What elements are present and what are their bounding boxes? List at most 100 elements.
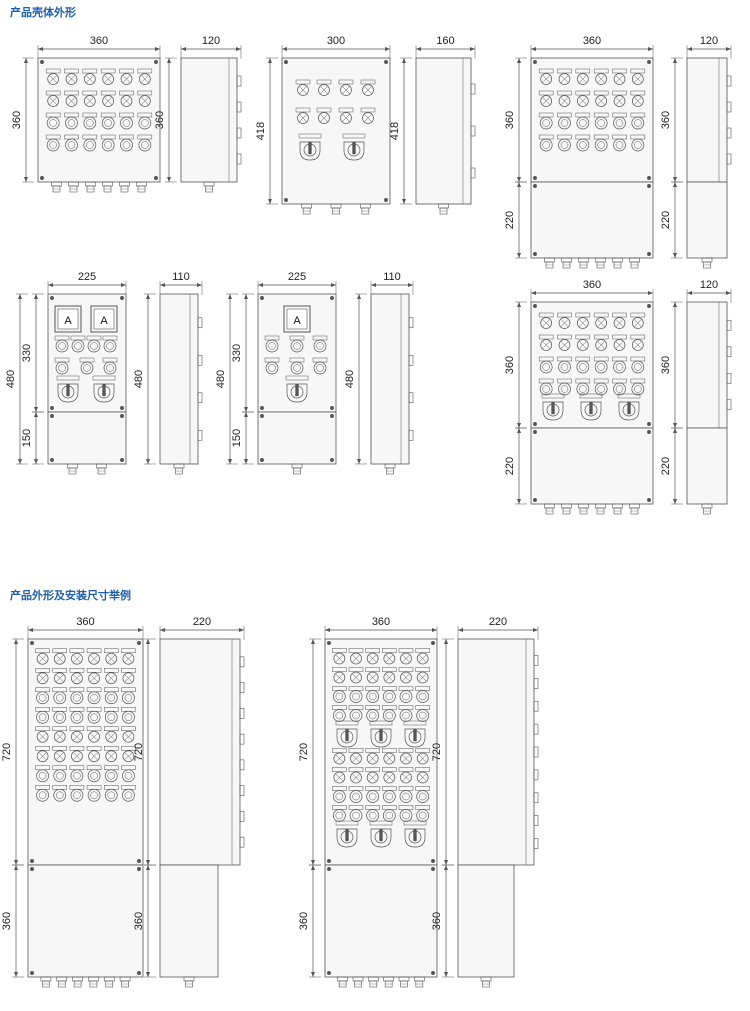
- push-button: [104, 707, 119, 724]
- dimension-label: 360: [583, 35, 601, 47]
- push-button: [348, 686, 364, 703]
- cable-gland: [136, 181, 147, 193]
- pilot-lamp: [69, 726, 85, 743]
- push-button: [121, 687, 136, 705]
- pilot-lamp: [52, 726, 67, 743]
- push-button: [86, 785, 102, 802]
- push-button: [415, 786, 430, 803]
- push-button: [398, 805, 414, 822]
- ammeter-label: A: [64, 315, 72, 327]
- cable-gland: [96, 463, 107, 475]
- push-button: [348, 805, 364, 822]
- push-button: [332, 805, 347, 822]
- pilot-lamp: [45, 68, 61, 85]
- push-button: [104, 687, 119, 705]
- pilot-lamp: [82, 90, 98, 107]
- cable-gland: [414, 976, 425, 988]
- push-button: [630, 356, 646, 374]
- pilot-lamp: [137, 90, 153, 107]
- dimension-label: 110: [383, 271, 401, 283]
- push-button: [415, 705, 430, 722]
- pilot-lamp: [137, 68, 153, 85]
- pilot-lamp: [538, 90, 554, 107]
- push-button: [82, 134, 98, 152]
- dimension-label: 360: [583, 279, 601, 291]
- pilot-lamp: [295, 107, 311, 124]
- dimension-label: 150: [231, 429, 243, 447]
- pilot-lamp: [104, 746, 119, 763]
- dimension-label: 360: [76, 616, 94, 628]
- dimension-label: 360: [1, 912, 13, 930]
- pilot-lamp: [612, 68, 627, 85]
- dimension-label: 120: [700, 279, 718, 291]
- dimension-label: 220: [660, 457, 672, 475]
- push-button: [593, 112, 609, 130]
- dimension-label: 330: [21, 344, 33, 362]
- pilot-lamp: [332, 748, 347, 765]
- ammeter: A: [283, 305, 311, 333]
- cable-gland: [701, 257, 713, 269]
- push-button: [45, 112, 61, 130]
- cable-gland: [203, 181, 215, 193]
- pilot-lamp: [121, 726, 136, 743]
- dimension-label: 480: [215, 370, 227, 388]
- pilot-lamp: [575, 90, 591, 107]
- cable-gland: [612, 503, 623, 515]
- pilot-lamp: [348, 648, 364, 665]
- pilot-lamp: [415, 767, 430, 784]
- cable-gland: [438, 203, 449, 215]
- push-button: [35, 687, 50, 705]
- push-button: [52, 785, 67, 802]
- pilot-lamp: [35, 746, 50, 763]
- cable-gland: [103, 976, 115, 988]
- rotary-switch: [541, 393, 565, 421]
- push-button: [415, 805, 430, 822]
- push-button: [52, 765, 67, 783]
- cable-gland: [701, 503, 713, 515]
- push-button: [35, 765, 50, 783]
- pilot-lamp: [593, 312, 609, 329]
- dimension-label: 300: [327, 35, 345, 47]
- rotary-switch: [298, 133, 322, 161]
- pilot-lamp: [575, 312, 591, 329]
- push-button: [538, 112, 554, 130]
- push-button: [593, 134, 609, 152]
- ammeter: A: [54, 305, 82, 333]
- pilot-lamp: [119, 68, 134, 85]
- rotary-switch: [617, 393, 641, 421]
- push-button: [64, 134, 79, 152]
- dimension-label: 220: [660, 211, 672, 229]
- push-button: [398, 686, 414, 703]
- push-button: [312, 357, 328, 375]
- pilot-lamp: [119, 90, 134, 107]
- push-button: [593, 378, 609, 396]
- push-button: [100, 112, 116, 130]
- pilot-lamp: [348, 767, 364, 784]
- push-button: [102, 335, 118, 353]
- pilot-lamp: [45, 90, 61, 107]
- push-button: [382, 686, 397, 703]
- dimension-label: 220: [504, 211, 516, 229]
- pilot-lamp: [332, 667, 347, 684]
- pilot-lamp: [575, 334, 591, 351]
- rotary-switch: [369, 720, 393, 748]
- push-button: [557, 112, 572, 130]
- dimension-label: 360: [660, 356, 672, 374]
- box-f-side: 120 360 220: [660, 279, 732, 515]
- push-button: [45, 134, 61, 152]
- cable-gland: [119, 976, 131, 988]
- dimension-label: 225: [78, 271, 96, 283]
- cable-gland: [56, 976, 68, 988]
- dimension-label: 360: [298, 912, 310, 930]
- ammeter-label: A: [100, 315, 108, 327]
- push-button: [119, 112, 134, 130]
- push-button: [332, 786, 347, 803]
- pilot-lamp: [104, 726, 119, 743]
- pilot-lamp: [557, 334, 572, 351]
- pilot-lamp: [612, 90, 627, 107]
